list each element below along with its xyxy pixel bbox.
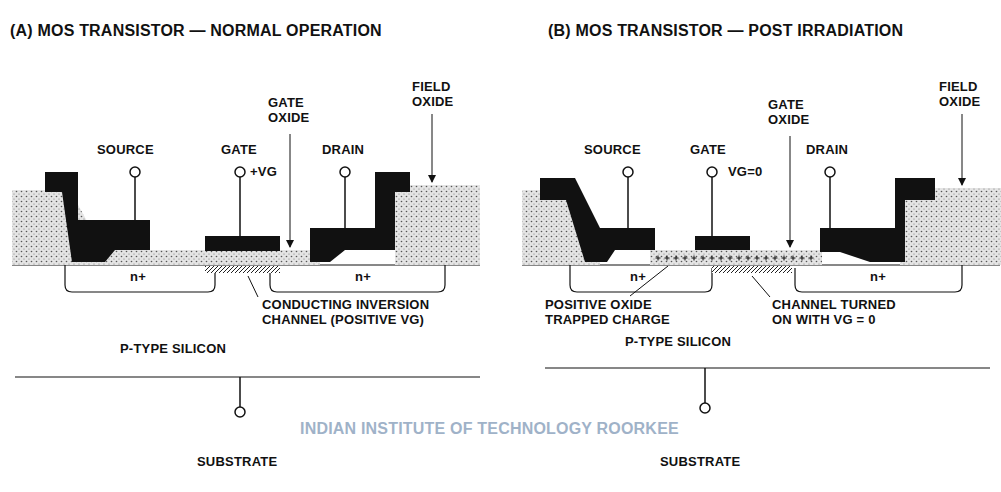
gate-oxide: [650, 250, 822, 265]
region-label: n+: [130, 270, 146, 285]
n-plus-region: [65, 265, 215, 292]
voltage-label: +VG: [250, 165, 277, 180]
leader-line: [248, 276, 258, 297]
field-oxide: [395, 185, 480, 265]
terminal: [235, 167, 245, 177]
inversion-channel: [205, 266, 280, 273]
terminal: [825, 167, 835, 177]
callout-label: CONDUCTING INVERSION CHANNEL (POSITIVE V…: [262, 298, 477, 328]
part-label: GATE OXIDE: [768, 98, 828, 128]
terminal: [130, 167, 140, 177]
watermark: INDIAN INSTITUTE OF TECHNOLOGY ROORKEE: [300, 420, 679, 438]
region-label: n+: [630, 270, 646, 285]
leader-line: [752, 276, 770, 297]
leader-line: [290, 134, 291, 247]
terminal: [235, 407, 245, 417]
leader-line: [432, 114, 433, 182]
leader-line: [962, 114, 963, 185]
gate-oxide: [100, 250, 320, 265]
callout-label: POSITIVE OXIDE TRAPPED CHARGE: [545, 298, 670, 328]
terminal: [623, 167, 633, 177]
leader-line: [790, 136, 791, 247]
region-label: P-TYPE SILICON: [625, 335, 731, 350]
terminal-label: GATE: [221, 143, 257, 158]
drain-metal: [310, 172, 410, 262]
terminal: [700, 403, 710, 413]
part-label: FIELD OXIDE: [939, 80, 997, 110]
part-label: GATE OXIDE: [268, 96, 328, 126]
callout-label: CHANNEL TURNED ON WITH VG = 0: [772, 298, 902, 328]
terminal-label: SUBSTRATE: [197, 455, 277, 470]
panel-b: [522, 114, 1001, 413]
source-metal: [540, 178, 655, 262]
terminal-label: DRAIN: [322, 143, 364, 158]
terminal-label: DRAIN: [806, 143, 848, 158]
region-label: P-TYPE SILICON: [120, 342, 226, 357]
terminal-label: SOURCE: [584, 143, 641, 158]
panel-title: (A) MOS TRANSISTOR — NORMAL OPERATION: [10, 22, 382, 40]
leader-line: [630, 266, 668, 296]
voltage-label: VG=0: [728, 165, 762, 180]
terminal: [707, 167, 717, 177]
n-plus-region: [795, 265, 962, 292]
gate-electrode: [695, 236, 750, 250]
trapped-charge: [656, 256, 814, 261]
region-label: n+: [870, 270, 886, 285]
source-metal: [45, 172, 150, 262]
gate-electrode: [205, 236, 280, 251]
panel-title: (B) MOS TRANSISTOR — POST IRRADIATION: [548, 22, 903, 40]
part-label: FIELD OXIDE: [412, 80, 472, 110]
terminal: [340, 167, 350, 177]
n-plus-region: [270, 265, 445, 292]
panel-a: [12, 114, 480, 417]
region-label: n+: [355, 270, 371, 285]
terminal-label: SOURCE: [97, 143, 154, 158]
terminal-label: SUBSTRATE: [660, 455, 740, 470]
drain-metal: [820, 178, 935, 262]
terminal-label: GATE: [690, 143, 726, 158]
inversion-channel: [712, 266, 792, 273]
